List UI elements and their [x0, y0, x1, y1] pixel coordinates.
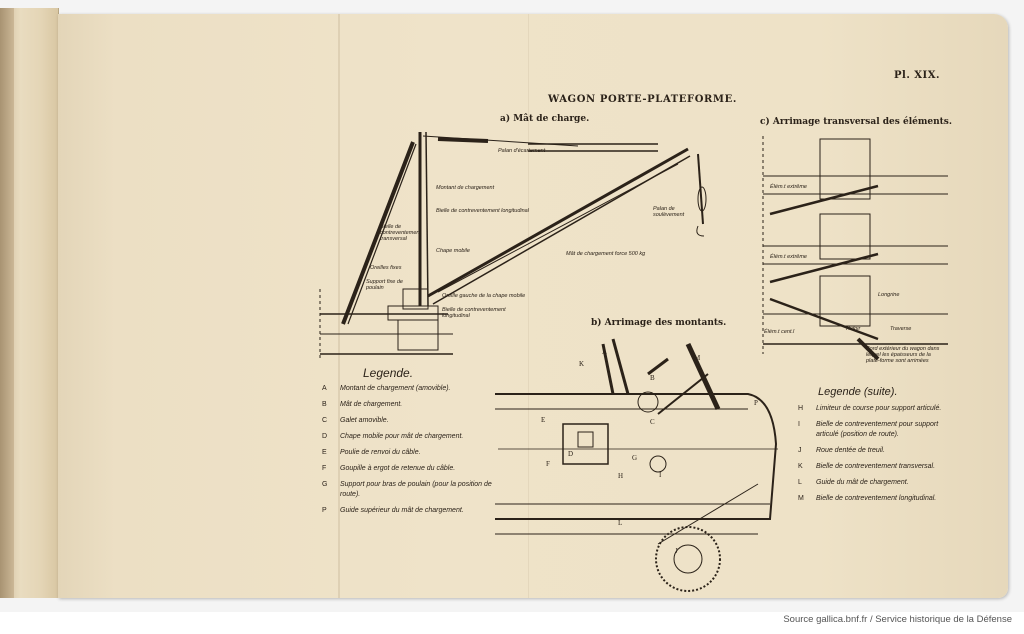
legend-item: H Limiteur de course pour support articul…	[798, 404, 948, 414]
letter-B: B	[650, 374, 655, 382]
legend-key: M	[798, 495, 804, 502]
legend-item: C Galet amovible.	[322, 416, 502, 426]
label-support-poulain: Support fixe de poulain	[366, 279, 403, 291]
label-longrine: Longrine	[878, 292, 900, 298]
technical-drawings	[319, 131, 948, 592]
legend-text: Chape mobile pour mât de chargement.	[340, 433, 464, 440]
legend-text: Limiteur de course pour support articulé…	[816, 405, 942, 412]
legend-item: D Chape mobile pour mât de chargement.	[322, 432, 502, 442]
figure-b-mechanism-drawing	[495, 338, 778, 592]
legend-item: G Support pour bras de poulain (pour la p…	[322, 480, 502, 500]
letter-H: H	[618, 472, 624, 480]
label-mat-chargement: Mât de chargement force 500 kg	[566, 251, 646, 257]
document-viewer: Pl. XIX. WAGON PORTE-PLATEFORME. a) Mât …	[0, 0, 1024, 612]
legend-key: K	[798, 463, 803, 470]
legend-key: G	[322, 481, 328, 488]
legend-item: I Bielle de contreventement pour support …	[798, 420, 948, 440]
label-chape-mobile: Chape mobile	[436, 248, 470, 254]
legend-text: Guide du mât de chargement.	[816, 479, 909, 486]
section-b-title: b) Arrimage des montants.	[591, 318, 727, 328]
letter-G: G	[632, 454, 638, 462]
book-spine	[0, 8, 14, 598]
legend-key: D	[322, 433, 328, 440]
legend-text: Galet amovible.	[340, 417, 389, 424]
plate-number: Pl. XIX.	[894, 70, 940, 81]
legend-key: J	[798, 447, 802, 454]
label-ridoir: Ridoir	[846, 326, 861, 332]
section-a-title: a) Mât de charge.	[500, 114, 590, 124]
page-fold	[338, 14, 340, 598]
letter-P: P	[754, 399, 758, 407]
legend-text: Bielle de contreventement longitudinal.	[816, 495, 937, 502]
label-elem-extreme-1: Élém.t extrême	[770, 184, 807, 190]
letter-J: J	[675, 547, 678, 555]
legend-text: Bielle de contreventement pour support a…	[816, 421, 939, 438]
letter-F: F	[546, 460, 550, 468]
section-c-title: c) Arrimage transversal des éléments.	[760, 117, 952, 127]
legend-item: J Roue dentée de treuil.	[798, 446, 948, 456]
legend-text: Roue dentée de treuil.	[816, 447, 885, 454]
legend-item: M Bielle de contreventement longitudinal.	[798, 494, 948, 504]
legend-text: Poulie de renvoi du câble.	[340, 449, 421, 456]
label-bielle-transversal: Bielle de contreventement transversal	[380, 224, 421, 242]
figure-c-arrimage-drawing	[762, 136, 948, 361]
label-palan-ecartement: Palan d'écartement	[498, 148, 546, 154]
legend-key: E	[322, 449, 327, 456]
letter-D: D	[568, 450, 574, 458]
legend-text: Mât de chargement.	[340, 401, 403, 408]
legend-list: A Montant de chargement (amovible). B Mât d…	[322, 384, 502, 522]
label-traverse: Traverse	[890, 326, 912, 332]
legend-text: Bielle de contreventement transversal.	[816, 463, 936, 470]
label-bord-exterieur-note: Bord extérieur du wagon dans lequel les …	[866, 346, 940, 364]
legend-suite-list: H Limiteur de course pour support articul…	[798, 404, 948, 510]
label-oreilles-fixes: Oreilles fixes	[370, 265, 402, 271]
legend-item: F Goupille à ergot de retenue du câble.	[322, 464, 502, 474]
letter-I: I	[659, 471, 662, 479]
legend-item: L Guide du mât de chargement.	[798, 478, 948, 488]
legend-key: I	[798, 421, 800, 428]
legend-key: P	[322, 507, 327, 514]
page-fold	[528, 14, 529, 598]
label-elem-extreme-2: Élém.t extrême	[770, 254, 807, 260]
letter-M: M	[694, 354, 701, 362]
legend-key: C	[322, 417, 328, 424]
label-elem-central: Élém.t cent.l	[764, 329, 795, 335]
plate-title: WAGON PORTE-PLATEFORME.	[548, 94, 737, 105]
figure-a-mast-drawing	[319, 131, 707, 359]
legend-item: K Bielle de contreventement transversal.	[798, 462, 948, 472]
letter-K: K	[579, 360, 585, 368]
legend-item: E Poulie de renvoi du câble.	[322, 448, 502, 458]
legend-text: Goupille à ergot de retenue du câble.	[340, 465, 456, 472]
letter-A: A	[602, 348, 608, 356]
legend-key: B	[322, 401, 327, 408]
letter-E: E	[541, 416, 546, 424]
letter-C: C	[650, 418, 655, 426]
legend-text: Montant de chargement (amovible).	[340, 385, 451, 392]
source-credit: Source gallica.bnf.fr / Service historiq…	[783, 614, 1012, 625]
legend-key: F	[322, 465, 327, 472]
letter-L: L	[618, 519, 623, 527]
label-bielle-longitudinal: Bielle de contreventement longitudinal	[436, 208, 529, 214]
legend-item: B Mât de chargement.	[322, 400, 502, 410]
legend-title: Legende.	[363, 366, 414, 380]
legend-item: P Guide supérieur du mât de chargement.	[322, 506, 502, 516]
legend-key: H	[798, 405, 804, 412]
label-bielle-longitudinal-2: Bielle de contreventement longitudinal	[442, 307, 506, 319]
legend-key: L	[798, 479, 802, 486]
legend-key: A	[322, 385, 327, 392]
label-montant: Montant de chargement	[436, 185, 495, 191]
label-oreille-gauche: Oreille gauche de la chape mobile	[442, 293, 526, 299]
legend-suite-title: Legende (suite).	[818, 386, 898, 398]
plate-page: Pl. XIX. WAGON PORTE-PLATEFORME. a) Mât …	[58, 14, 1008, 598]
legend-text: Guide supérieur du mât de chargement.	[340, 507, 464, 514]
legend-item: A Montant de chargement (amovible).	[322, 384, 502, 394]
label-palan-soulevement: Palan de soulèvement	[653, 206, 685, 218]
legend-text: Support pour bras de poulain (pour la po…	[340, 481, 492, 498]
